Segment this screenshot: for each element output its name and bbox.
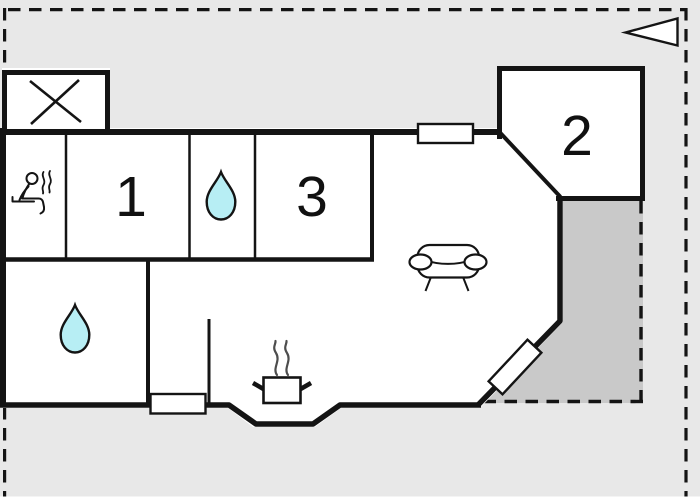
window-bottom bbox=[149, 392, 207, 415]
sauna-bench bbox=[11, 196, 35, 203]
room-label-2: 2 bbox=[561, 104, 593, 168]
wall-bottom-bay bbox=[205, 402, 481, 427]
room-label-3: 3 bbox=[296, 165, 328, 229]
sofa-icon bbox=[408, 243, 488, 292]
cooking-pot-icon bbox=[251, 339, 313, 405]
window-top bbox=[416, 122, 475, 145]
pot-body bbox=[262, 376, 302, 405]
sofa-armrest-left bbox=[408, 253, 433, 271]
x-cross-line-2 bbox=[30, 79, 80, 125]
sauna-person-leg bbox=[21, 197, 46, 215]
sauna-person-head bbox=[25, 172, 39, 185]
wall-room2 bbox=[497, 66, 645, 201]
property-boundary bbox=[2, 8, 688, 500]
sofa-leg-left bbox=[424, 276, 432, 292]
sauna-steam-2 bbox=[48, 170, 52, 194]
door-terrace-diagonal bbox=[486, 337, 544, 397]
water-drop-large-icon bbox=[59, 301, 91, 354]
sofa-leg-right bbox=[462, 276, 470, 292]
room-label-1: 1 bbox=[115, 165, 147, 229]
x-cross-icon bbox=[29, 79, 82, 125]
water-drop-small-icon bbox=[205, 168, 237, 221]
sauna-person-icon bbox=[11, 170, 52, 215]
wall-room2-diagonal bbox=[497, 129, 562, 199]
sofa-armrest-right bbox=[463, 253, 488, 271]
main-floor-area bbox=[0, 128, 563, 427]
pot-steam-1 bbox=[273, 339, 279, 377]
sauna-steam-1 bbox=[41, 171, 46, 195]
wall-storage bbox=[2, 70, 110, 135]
sauna-person-arm bbox=[18, 185, 30, 201]
pot-steam-2 bbox=[284, 339, 290, 377]
openings bbox=[149, 122, 544, 415]
north-arrow-icon bbox=[620, 16, 679, 48]
bottom-margin bbox=[0, 496, 700, 500]
building-footprint bbox=[0, 66, 645, 427]
